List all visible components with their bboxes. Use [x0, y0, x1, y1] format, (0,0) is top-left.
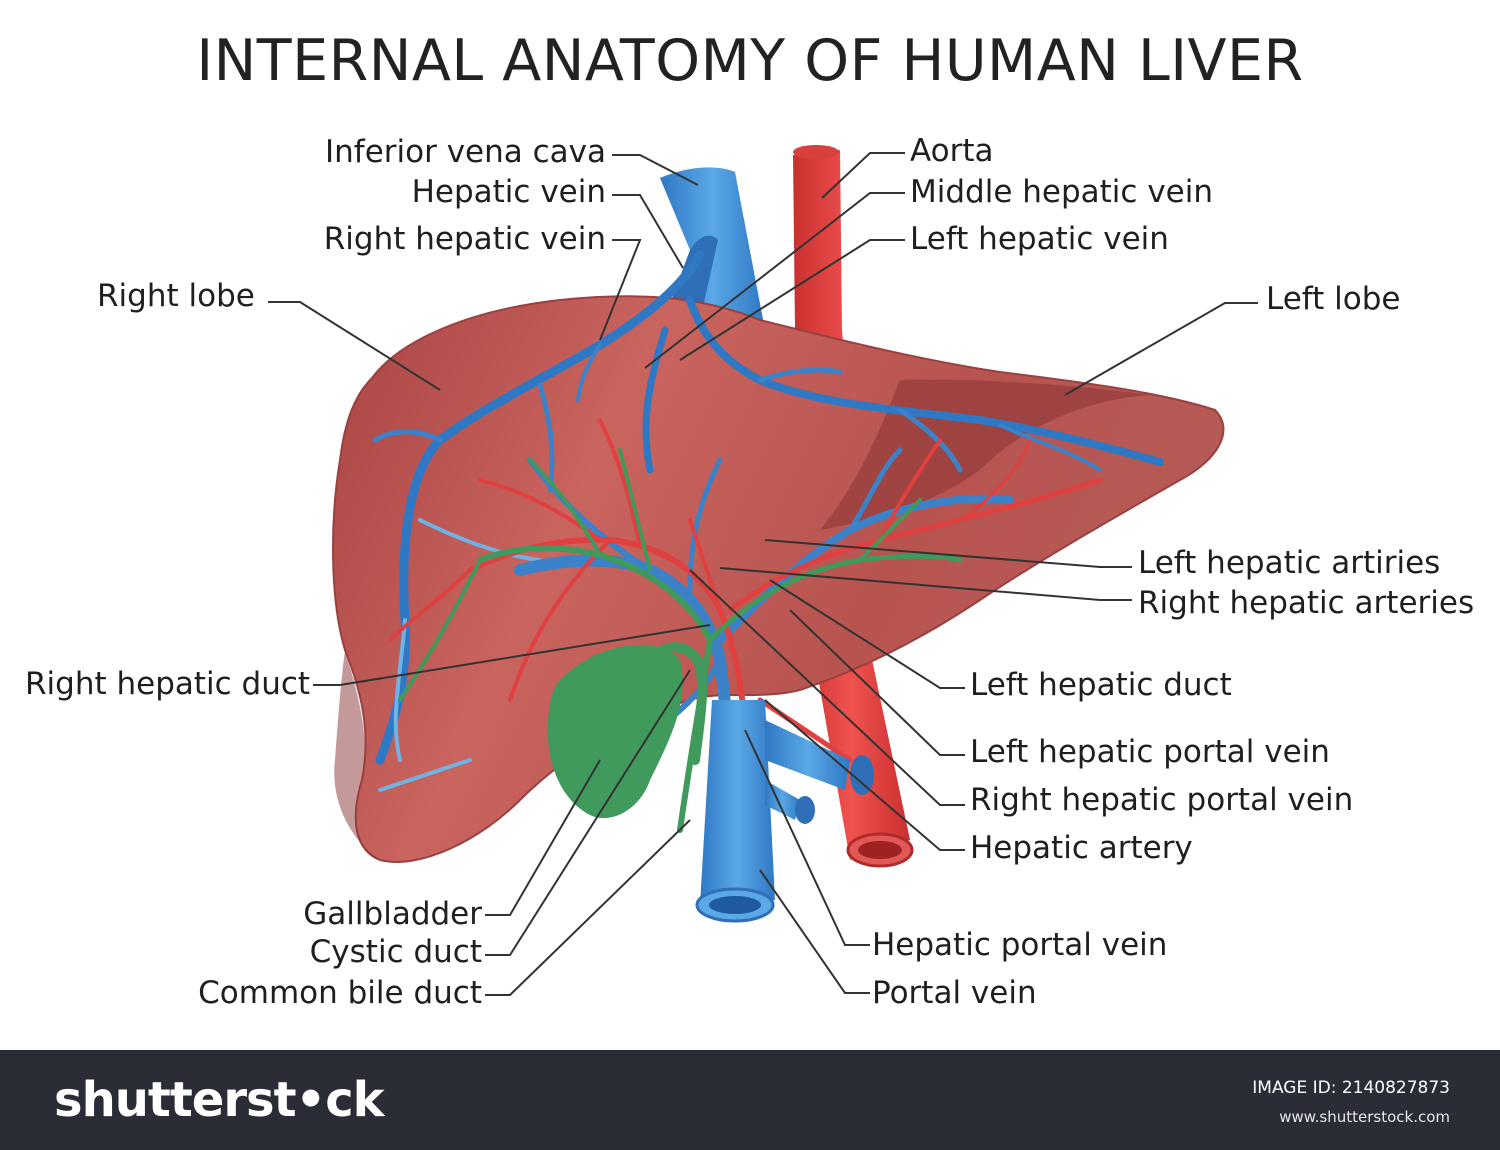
- gallbladder-organ: [547, 642, 708, 819]
- label-left-hepatic-duct: Left hepatic duct: [970, 667, 1232, 703]
- left-lobe-shade: [820, 379, 1150, 530]
- right-lobe-shade: [334, 650, 380, 860]
- label-left-hepatic-portal-vein: Left hepatic portal vein: [970, 734, 1330, 770]
- shutterstock-logo: shutterst•ck: [54, 1072, 385, 1128]
- hepatic-vein-network: [372, 250, 1164, 792]
- portal-vein-trunk: [695, 700, 874, 923]
- label-hepatic-portal-vein: Hepatic portal vein: [872, 927, 1168, 963]
- label-hepatic-artery: Hepatic artery: [970, 830, 1193, 866]
- label-left-hepatic-artiries: Left hepatic artiries: [1138, 545, 1441, 581]
- label-left-lobe: Left lobe: [1266, 281, 1401, 317]
- site-url: www.shutterstock.com: [1279, 1108, 1450, 1126]
- label-gallbladder: Gallbladder: [303, 896, 482, 932]
- label-common-bile-duct: Common bile duct: [198, 975, 482, 1011]
- liver-illustration: [268, 145, 1258, 996]
- label-aorta: Aorta: [910, 133, 994, 169]
- label-right-lobe: Right lobe: [97, 278, 255, 314]
- label-middle-hepatic-vein: Middle hepatic vein: [910, 174, 1213, 210]
- label-right-hepatic-vein: Right hepatic vein: [323, 221, 606, 257]
- label-right-hepatic-duct: Right hepatic duct: [25, 666, 311, 702]
- diagram-canvas: INTERNAL ANATOMY OF HUMAN LIVER Inferior…: [25, 28, 1475, 1011]
- leader-lines: [268, 152, 1258, 996]
- image-id: IMAGE ID: 2140827873: [1252, 1078, 1450, 1098]
- label-inferior-vena-cava: Inferior vena cava: [325, 134, 606, 170]
- label-left-hepatic-vein: Left hepatic vein: [910, 221, 1169, 257]
- label-hepatic-vein: Hepatic vein: [411, 174, 606, 210]
- page-title: INTERNAL ANATOMY OF HUMAN LIVER: [196, 28, 1304, 94]
- label-portal-vein: Portal vein: [872, 975, 1037, 1011]
- label-right-hepatic-arteries: Right hepatic arteries: [1138, 585, 1475, 621]
- label-cystic-duct: Cystic duct: [309, 934, 482, 970]
- label-right-hepatic-portal-vein: Right hepatic portal vein: [970, 782, 1354, 818]
- stock-footer: shutterst•ck IMAGE ID: 2140827873 www.sh…: [0, 1050, 1500, 1150]
